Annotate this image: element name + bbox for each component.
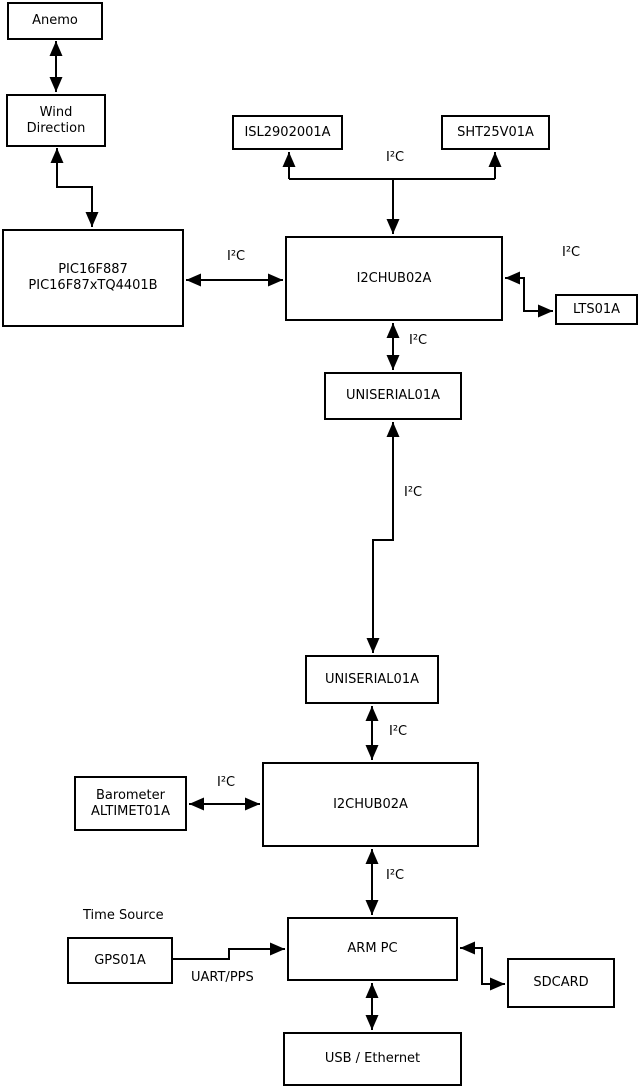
edge-label-i2c-hub2-armpc: I²C [386, 868, 405, 883]
node-barometer-label-line1: Barometer [96, 787, 165, 803]
node-isl2902001a-label: ISL2902001A [244, 124, 331, 140]
node-arm-pc: ARM PC [287, 917, 458, 981]
edge-armpc-sdcard [460, 941, 505, 991]
edge-winddirection-pic [50, 148, 99, 227]
node-sht25v01a: SHT25V01A [441, 115, 550, 150]
edge-i2chub1-lts [505, 271, 553, 318]
edge-label-i2c-pic-hub: I²C [227, 249, 246, 264]
node-lts01a-label: LTS01A [572, 301, 621, 317]
node-lts01a: LTS01A [555, 294, 638, 325]
edge-uniserial1-uniserial2 [366, 422, 400, 653]
node-barometer-altimet01a: Barometer ALTIMET01A [74, 776, 187, 831]
edge-label-i2c-uniserial-hub2: I²C [389, 724, 408, 739]
edge-label-i2c-sensor-bus: I²C [386, 150, 405, 165]
node-anemo-label: Anemo [32, 13, 78, 28]
edge-label-i2c-barometer: I²C [217, 775, 236, 790]
edge-label-i2c-long-link: I²C [404, 485, 423, 500]
node-i2chub02a-bottom-label: I2CHUB02A [333, 796, 408, 812]
node-sdcard: SDCARD [507, 958, 615, 1008]
node-pic-label-line2: PIC16F87xTQ4401B [28, 278, 158, 293]
node-arm-pc-label: ARM PC [347, 941, 398, 956]
node-sht25v01a-label: SHT25V01A [457, 124, 534, 140]
edge-label-uart-pps: UART/PPS [191, 970, 254, 985]
node-uniserial01a-bottom-label: UNISERIAL01A [325, 671, 419, 687]
node-uniserial01a-bottom: UNISERIAL01A [305, 655, 439, 704]
node-wind-direction-label-line2: Direction [26, 120, 86, 136]
node-usb-ethernet: USB / Ethernet [283, 1032, 462, 1086]
edge-gps-armpc [173, 942, 285, 960]
node-isl2902001a: ISL2902001A [232, 115, 343, 150]
edge-label-i2c-hub-lts: I²C [562, 245, 581, 260]
node-wind-direction-label-line1: Wind [39, 104, 73, 120]
node-barometer-label-line2: ALTIMET01A [91, 803, 170, 819]
node-gps01a-label: GPS01A [94, 952, 146, 968]
edge-label-i2c-hub1-uniserial: I²C [409, 333, 428, 348]
node-i2chub02a-bottom: I2CHUB02A [262, 762, 479, 847]
node-pic-label-line1: PIC16F887 [58, 262, 128, 277]
node-anemo: Anemo [7, 2, 103, 40]
node-wind-direction: Wind Direction [6, 94, 106, 147]
node-gps01a: GPS01A [67, 937, 173, 984]
node-i2chub02a-top: I2CHUB02A [285, 236, 503, 321]
node-i2chub02a-top-label: I2CHUB02A [356, 270, 432, 286]
node-uniserial01a-top: UNISERIAL01A [324, 372, 462, 420]
node-uniserial01a-top-label: UNISERIAL01A [346, 388, 440, 403]
node-pic-microcontroller: PIC16F887 PIC16F87xTQ4401B [2, 229, 184, 327]
node-sdcard-label: SDCARD [533, 975, 589, 990]
node-usb-ethernet-label: USB / Ethernet [324, 1051, 421, 1066]
edge-label-time-source: Time Source [83, 908, 164, 923]
